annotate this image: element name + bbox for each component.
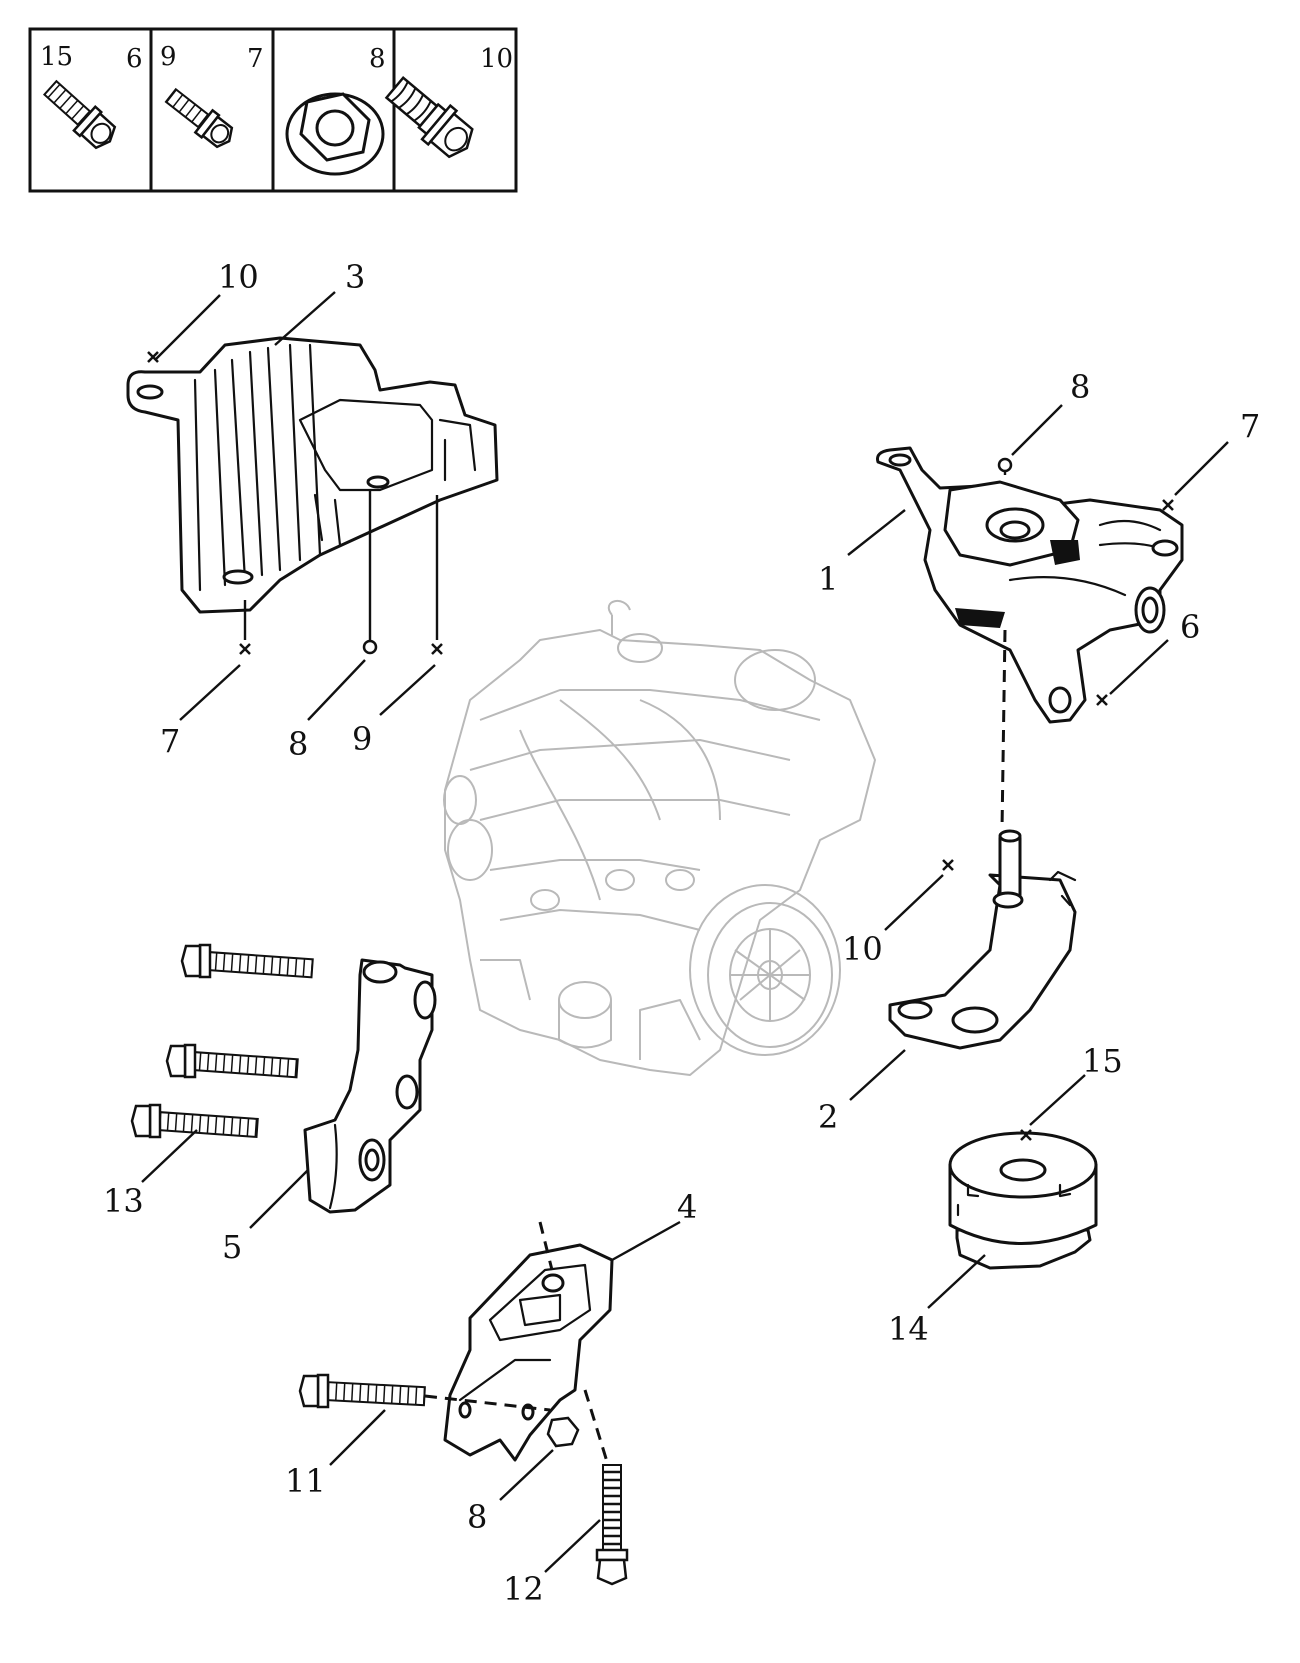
engine-mount-right-upper	[876, 446, 1184, 724]
callout-9: 9	[352, 720, 372, 758]
key-cell-2: 9 7	[160, 42, 264, 149]
bolt-13-lower	[130, 1103, 259, 1139]
leader-lines	[141, 291, 1229, 1573]
callout-8: 8	[1070, 368, 1090, 406]
key-label-left: 9	[160, 42, 177, 72]
callout-10: 10	[842, 930, 883, 968]
callout-2: 2	[818, 1098, 838, 1136]
engine-mount-left-upper	[126, 336, 499, 614]
mounting-bracket-right-lower	[888, 829, 1077, 1050]
nut-8-lower	[546, 1416, 580, 1448]
shouldered-bolt-icon	[384, 75, 474, 159]
engine-mount-lower	[443, 1243, 614, 1462]
callout-15: 15	[1082, 1042, 1123, 1080]
callout-7: 7	[160, 722, 180, 760]
round-mount-pad	[948, 1131, 1098, 1270]
callout-5: 5	[222, 1228, 242, 1266]
callout-11: 11	[285, 1462, 326, 1500]
callout-10: 10	[218, 258, 259, 296]
key-label-left: 15	[40, 42, 73, 72]
bolt-13-middle	[165, 1043, 299, 1079]
callout-14: 14	[888, 1310, 929, 1348]
bolt-13-upper	[180, 943, 314, 979]
callout-labels: 10 3 7 8 9 8 7 1 6 10 2 15 14 13 5 4 11 …	[103, 258, 1260, 1608]
fastener-key: 15 6 9 7 8	[28, 27, 518, 193]
bolt-11	[298, 1373, 426, 1409]
callout-6: 6	[1180, 608, 1200, 646]
callout-8: 8	[288, 725, 308, 763]
callout-12: 12	[503, 1570, 544, 1608]
bolt-icon	[42, 79, 117, 150]
key-label-right: 7	[247, 44, 264, 74]
callout-1: 1	[818, 560, 838, 598]
key-label-right: 10	[480, 44, 513, 74]
alignment-line-12	[583, 1389, 610, 1466]
callout-7: 7	[1240, 407, 1260, 445]
key-label-right: 6	[126, 44, 143, 74]
key-cell-1: 15 6	[40, 42, 143, 150]
key-cell-3: 8	[285, 44, 386, 176]
engine-assembly-illustration	[443, 600, 876, 1076]
key-cell-4: 10	[384, 44, 513, 159]
alignment-line-11	[424, 1394, 551, 1412]
callout-3: 3	[345, 258, 365, 296]
callout-4: 4	[677, 1188, 697, 1226]
torque-rod	[303, 958, 437, 1214]
callout-8: 8	[467, 1498, 487, 1536]
callout-13: 13	[103, 1182, 144, 1220]
alignment-line-4-top	[538, 1221, 554, 1271]
key-label-right: 8	[369, 44, 386, 74]
bolt-12	[595, 1464, 629, 1586]
bolt-icon	[164, 87, 234, 149]
flange-nut-icon	[285, 92, 385, 176]
alignment-line-1-2	[1000, 629, 1007, 831]
